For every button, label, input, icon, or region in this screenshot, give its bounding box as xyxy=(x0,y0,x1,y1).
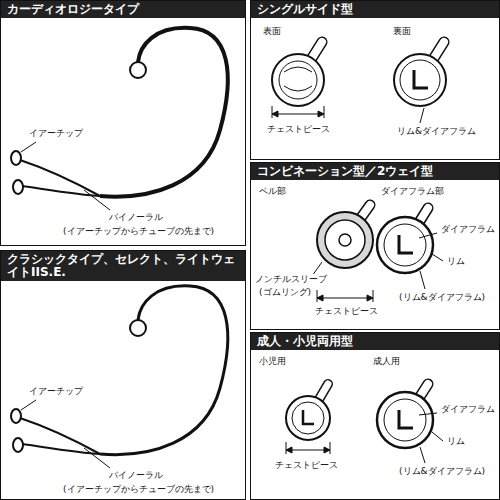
dimension-tick xyxy=(317,290,318,302)
rim xyxy=(377,392,433,448)
dimension-tick xyxy=(324,106,325,118)
diaphragm xyxy=(279,61,317,99)
binaural-arm xyxy=(20,418,100,454)
arrow-head xyxy=(324,447,330,453)
part-label: リム&ダイアフラム xyxy=(396,126,477,137)
logo-mark xyxy=(399,410,413,428)
part-label: 裏面 xyxy=(392,26,412,37)
part-label: チェストピース xyxy=(266,124,331,135)
dimension-line xyxy=(272,114,324,115)
dimension-tick xyxy=(286,442,287,454)
part-label: (イアーチップからチューブの先まで) xyxy=(62,226,215,237)
part-label: 成人用 xyxy=(372,356,401,367)
logo-mark xyxy=(399,235,413,253)
logo-mark xyxy=(414,70,428,88)
chest-piece-figure xyxy=(286,384,330,440)
diaphragm xyxy=(384,399,426,441)
part-label: (リム&ダイアフラム) xyxy=(398,292,486,303)
arrow-head xyxy=(286,447,292,453)
part-label: リム xyxy=(446,256,466,267)
chest-piece-figure xyxy=(377,384,433,448)
ear-tip xyxy=(11,409,21,423)
part-label: (イアーチップからチューブの先まで) xyxy=(62,484,215,495)
arrow-head xyxy=(317,295,323,301)
dimension-tick xyxy=(373,290,374,302)
binaural-arm xyxy=(20,160,100,196)
leader-line xyxy=(420,447,425,463)
logo-mark xyxy=(303,410,314,424)
chest-piece-figure xyxy=(394,42,446,106)
stethoscope-figure xyxy=(11,286,228,468)
section-panel: コンビネーション型／2ウェイ型 xyxy=(250,162,500,330)
leader-line xyxy=(84,190,110,210)
leader-line xyxy=(419,413,437,415)
section-heading: 成人・小児両用型 xyxy=(251,333,499,350)
dimension-mark xyxy=(272,106,324,118)
part-label: (ゴムリング) xyxy=(258,287,312,298)
bell-hole xyxy=(339,234,351,246)
leader-line xyxy=(432,432,443,441)
dimension-line xyxy=(286,450,330,451)
part-label: イアーチップ xyxy=(28,128,84,139)
binaural-arm xyxy=(22,444,100,454)
section-panel: クラシックタイプ、セレクト、ライトウェイトIIS.E. xyxy=(0,250,246,500)
chest-piece-figure xyxy=(272,42,324,106)
section-heading: コンビネーション型／2ウェイ型 xyxy=(251,163,499,180)
arrow-head xyxy=(367,295,373,301)
chest-piece-figure xyxy=(377,208,433,273)
part-label: ダイアフラム xyxy=(440,224,496,235)
chest-piece-figure xyxy=(317,205,373,268)
rim xyxy=(377,217,433,273)
part-label: バイノーラル xyxy=(108,212,164,223)
dimension-tick xyxy=(272,106,273,118)
arrow-head xyxy=(318,111,324,117)
chest-piece xyxy=(130,320,146,336)
leader-line xyxy=(420,108,424,123)
tube xyxy=(100,286,228,455)
section-heading: カーディオロジータイプ xyxy=(1,1,245,18)
dimension-line xyxy=(317,298,373,299)
ear-tip xyxy=(13,180,23,194)
ear-tip xyxy=(13,438,23,452)
part-label: ノンチルスリーブ xyxy=(254,274,328,285)
part-label: 小児用 xyxy=(258,356,287,367)
leader-line xyxy=(21,400,36,410)
arrow-head xyxy=(272,111,278,117)
section-panel: カーディオロジータイプ xyxy=(0,0,246,246)
leader-line xyxy=(84,448,110,468)
leader-line xyxy=(419,233,437,238)
part-label: (リム&ダイアフラム) xyxy=(398,466,486,477)
section-heading: シングルサイド型 xyxy=(251,1,499,18)
part-label: チェストピース xyxy=(314,306,379,317)
dimension-mark xyxy=(317,290,373,302)
part-label: チェストピース xyxy=(274,460,339,471)
ridge xyxy=(284,67,312,91)
dimension-mark xyxy=(286,442,330,454)
diaphragm xyxy=(384,224,426,266)
bell xyxy=(325,220,365,260)
part-label: 表面 xyxy=(262,26,282,37)
leader-line xyxy=(432,254,443,261)
diaphragm xyxy=(292,402,324,434)
sleeve xyxy=(317,212,373,268)
diaphragm xyxy=(400,60,440,100)
rim xyxy=(272,54,324,106)
ear-tip xyxy=(11,151,21,165)
tube xyxy=(100,28,228,197)
chest-piece xyxy=(130,62,146,78)
stethoscope-figure xyxy=(11,28,228,210)
part-label: ベル部 xyxy=(258,186,287,197)
leader-line xyxy=(21,142,36,152)
binaural-arm xyxy=(22,186,100,196)
rim xyxy=(394,54,446,106)
part-label: ダイアフラム部 xyxy=(380,186,445,197)
part-label: バイノーラル xyxy=(108,470,164,481)
part-label: ダイアフラム xyxy=(440,404,496,415)
section-heading: クラシックタイプ、セレクト、ライトウェイトIIS.E. xyxy=(1,251,245,281)
part-label: イアーチップ xyxy=(28,386,84,397)
rim xyxy=(286,396,330,440)
part-label: リム xyxy=(446,436,466,447)
leader-line xyxy=(420,271,425,289)
dimension-tick xyxy=(330,442,331,454)
